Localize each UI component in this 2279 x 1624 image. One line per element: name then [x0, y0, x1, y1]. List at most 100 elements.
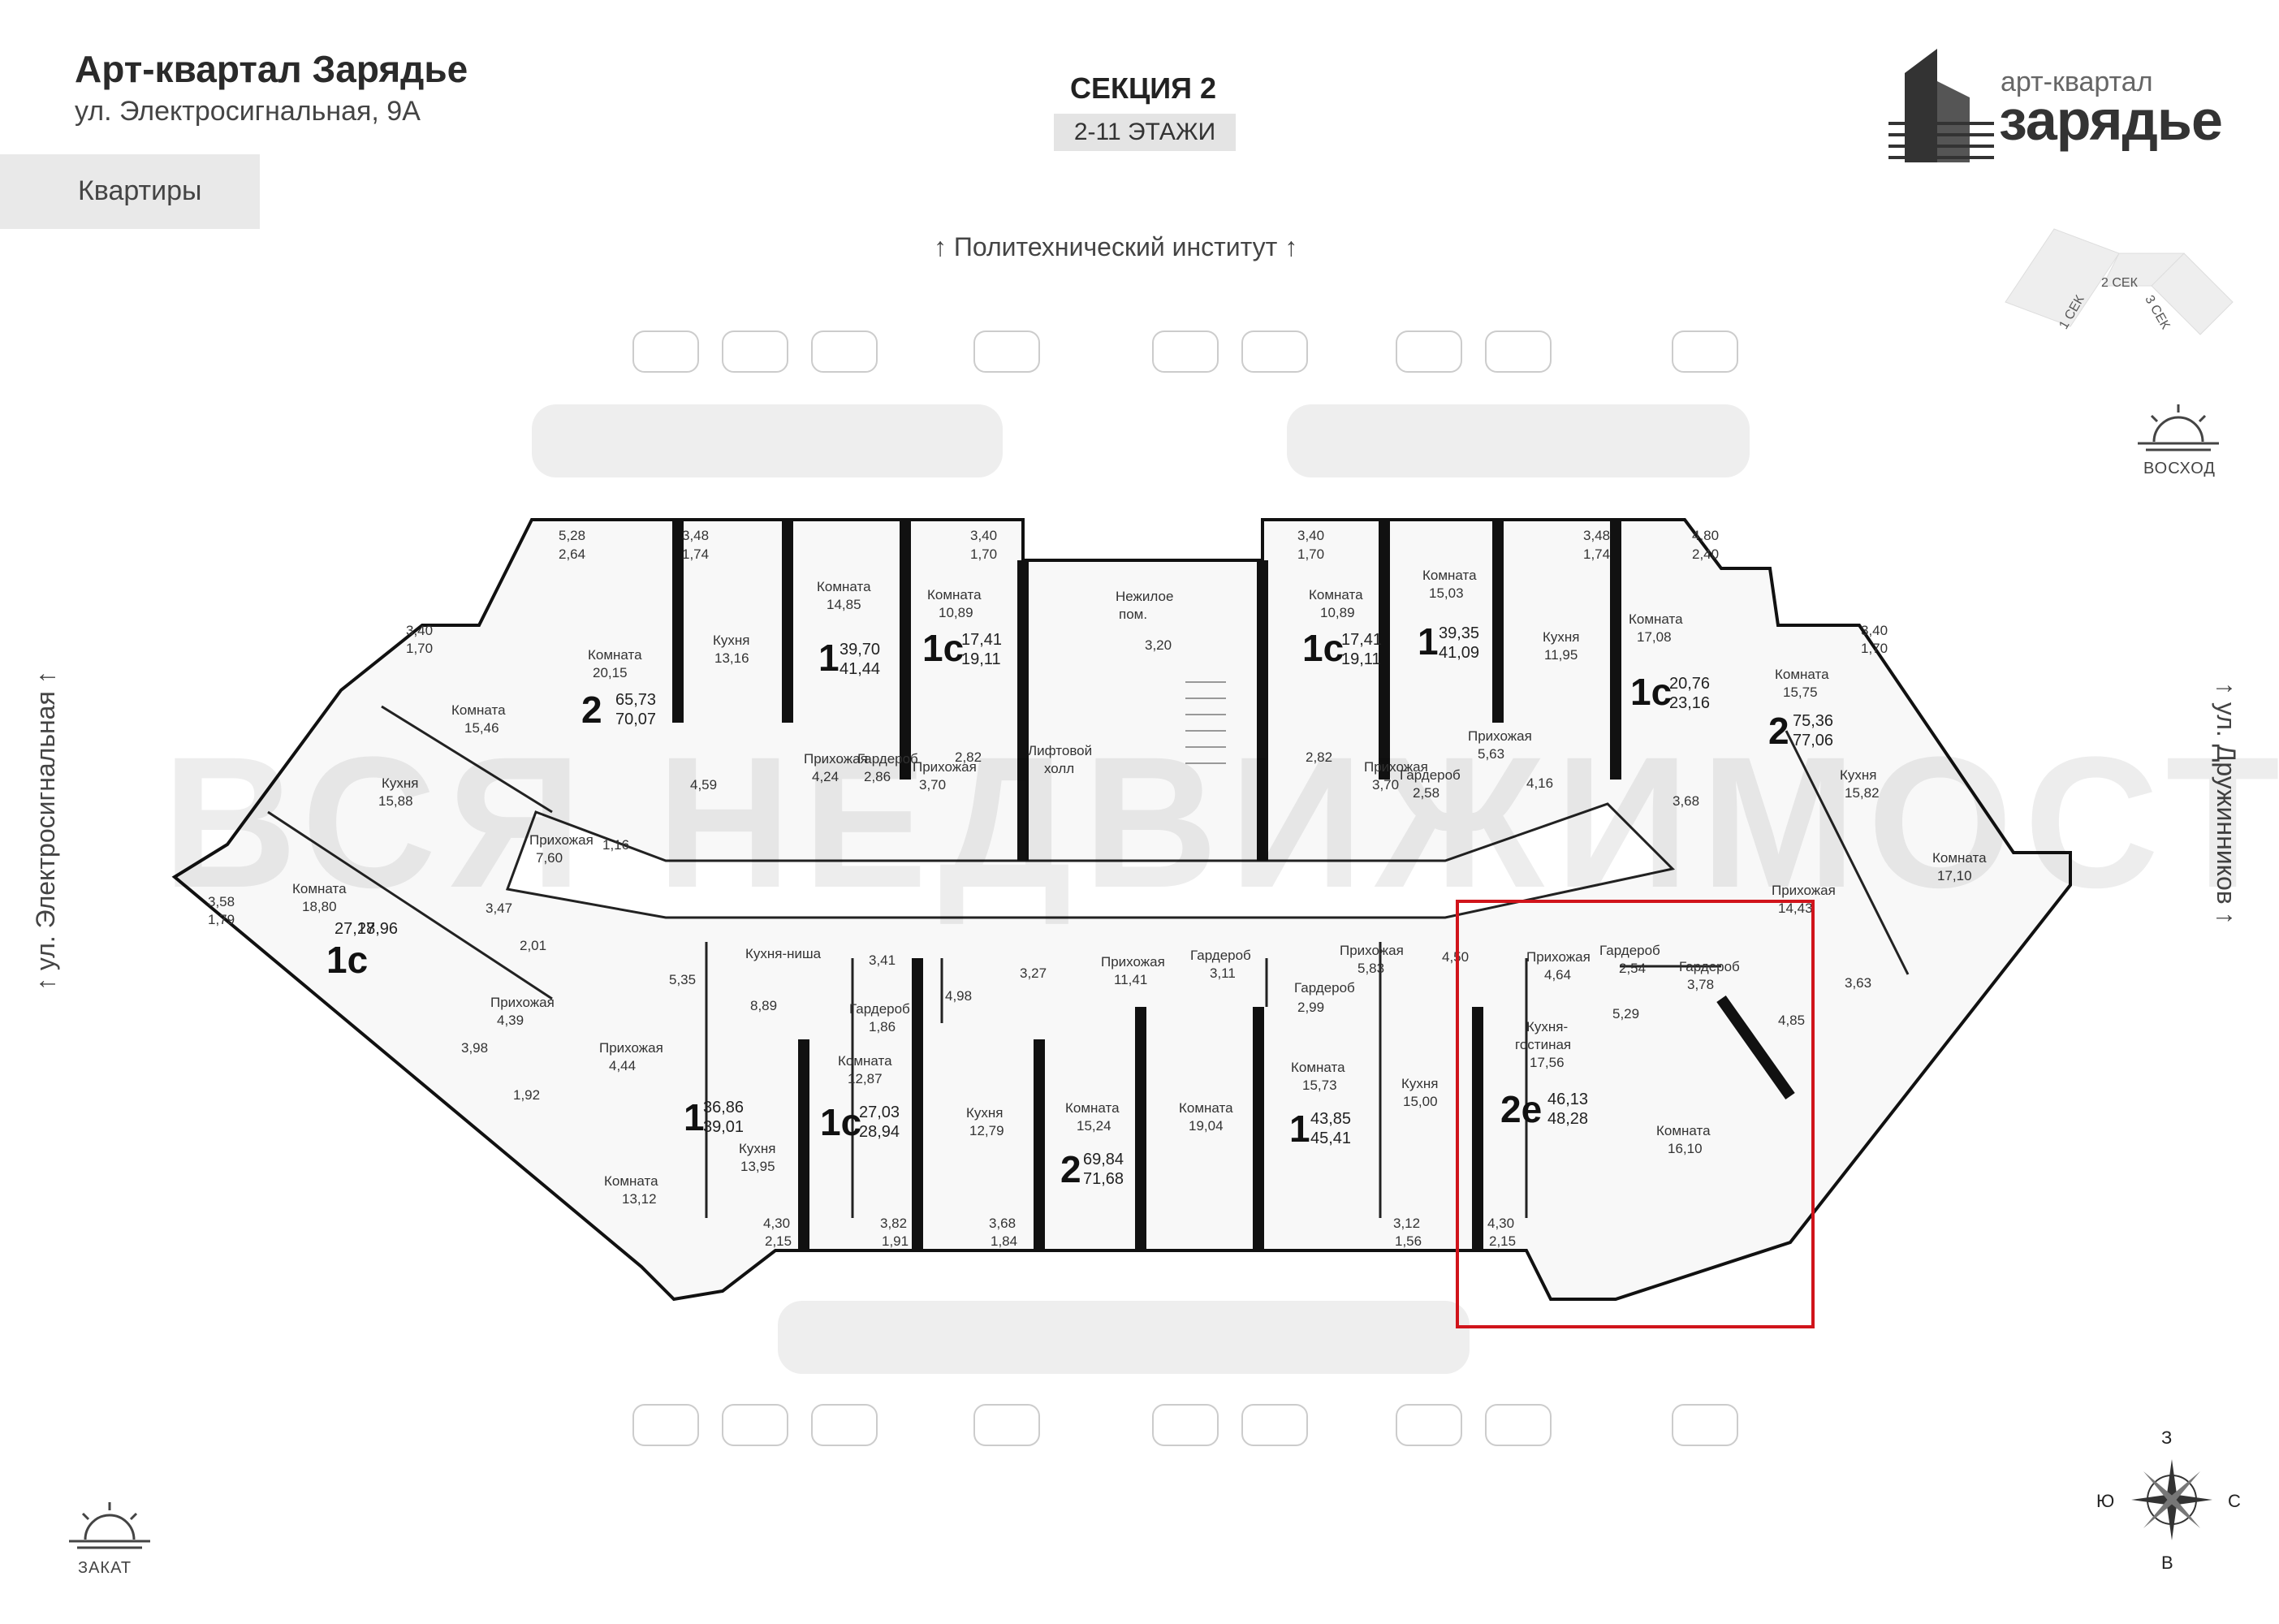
- plan-label: 71,68: [1083, 1170, 1124, 1188]
- plan-label: Комната: [1065, 1100, 1120, 1116]
- plan-label: 7,60: [536, 850, 563, 866]
- plan-label: 20,76: [1669, 675, 1710, 693]
- plan-label: Кухня: [739, 1141, 776, 1156]
- plan-label: Гардероб: [1599, 943, 1660, 958]
- stairwell: [1185, 681, 1226, 764]
- plan-label: Гардероб: [857, 751, 918, 767]
- plan-label: Комната: [1932, 850, 1987, 866]
- plan-label: Комната: [817, 579, 871, 594]
- plan-label: 45,41: [1310, 1129, 1351, 1147]
- section-title: СЕКЦИЯ 2: [1070, 71, 1217, 105]
- plan-label: 1,91: [882, 1233, 909, 1249]
- plan-label: 20,15: [593, 665, 628, 680]
- plan-label: 1,86: [869, 1019, 896, 1034]
- tab-apartments[interactable]: Квартиры: [78, 175, 202, 206]
- plan-label: Нежилое: [1116, 589, 1173, 604]
- plan-label: Комната: [292, 881, 347, 896]
- plan-label: 3,68: [989, 1216, 1016, 1231]
- plan-label: 17,41: [1341, 631, 1382, 649]
- plan-label: 48,28: [1547, 1110, 1588, 1128]
- apartment-badge[interactable]: 1с 27,03 28,94: [820, 1101, 900, 1143]
- compass-west-label: Ю: [2096, 1491, 2115, 1511]
- plan-label: Комната: [1179, 1100, 1233, 1116]
- selected-apartment-highlight[interactable]: [1456, 900, 1815, 1328]
- plan-label: Кухня-ниша: [745, 946, 822, 961]
- plan-label: Гардероб: [1190, 948, 1251, 963]
- room-area-bottom: 1,70: [406, 641, 433, 656]
- plan-label: Кухня: [1401, 1076, 1439, 1091]
- plan-label: 13,95: [740, 1159, 775, 1174]
- plan-label: 4,39: [497, 1013, 524, 1028]
- plan-label: 77,06: [1793, 732, 1833, 749]
- plan-label: Гардероб: [849, 1001, 910, 1017]
- plan-label: 23,16: [1669, 694, 1710, 712]
- sunrise-icon: [2138, 404, 2219, 451]
- walls: [672, 520, 1795, 1250]
- plan-label: 10,89: [1320, 605, 1355, 620]
- parking-bottom: [632, 1404, 1738, 1446]
- compass-north-label: З: [2161, 1427, 2173, 1448]
- plan-label: 69,84: [1083, 1151, 1124, 1168]
- plan-label: 2,99: [1297, 1000, 1324, 1015]
- plan-label: 2,01: [520, 938, 546, 953]
- plan-label: 46,13: [1547, 1091, 1588, 1108]
- plan-label: 14,85: [827, 597, 861, 612]
- logo-icon: [1888, 49, 1994, 162]
- plan-label: пом.: [1119, 607, 1147, 622]
- plan-label: 19,11: [1341, 650, 1381, 668]
- plan-label: 39,70: [840, 641, 880, 659]
- plan-label: 3,78: [1687, 977, 1714, 992]
- plan-label: 15,88: [378, 793, 413, 809]
- room-area-top: 3,48: [682, 528, 709, 543]
- tab-bar: [0, 154, 260, 229]
- plan-label: Прихожая: [1772, 883, 1836, 898]
- plan-label: 1с: [820, 1101, 861, 1143]
- sunset-label: ЗАКАТ: [78, 1559, 132, 1577]
- room-area-bottom: 2,64: [559, 546, 585, 562]
- plan-label: Прихожая: [1468, 728, 1532, 744]
- plan-label: Комната: [451, 702, 506, 718]
- page-title: Арт-квартал Зарядье: [75, 48, 468, 90]
- plan-label: 15,46: [464, 720, 499, 736]
- plan-label: 11,95: [1544, 647, 1578, 663]
- plan-label: 3,98: [461, 1040, 488, 1056]
- plan-label: Комната: [1629, 611, 1683, 627]
- plan-label: Прихожая: [804, 751, 868, 767]
- plan-label: 3,63: [1845, 975, 1871, 991]
- section-mini-map: [2005, 228, 2234, 335]
- plan-label: Прихожая: [529, 832, 593, 848]
- plan-label: 2: [1768, 710, 1789, 752]
- plan-label: 4,16: [1526, 775, 1553, 791]
- plan-label: 28,94: [859, 1123, 900, 1141]
- plan-label: 13,12: [622, 1191, 657, 1207]
- plan-label: 4,24: [812, 769, 839, 784]
- plan-label: 15,82: [1845, 785, 1880, 801]
- room-area-top: 3,40: [1297, 528, 1324, 543]
- plan-label: 15,73: [1302, 1078, 1337, 1093]
- room-area-bottom: 2,40: [1692, 546, 1719, 562]
- plan-label: 5,83: [1357, 961, 1384, 976]
- plan-label: 39,35: [1439, 624, 1479, 642]
- plan-label: Кухня: [966, 1105, 1004, 1121]
- plan-label: 3,70: [919, 777, 946, 793]
- plan-label: 3,41: [869, 952, 896, 968]
- plan-label: 1,56: [1395, 1233, 1422, 1249]
- plan-label: 27,03: [859, 1104, 900, 1121]
- room-area-bottom: 1,70: [1297, 546, 1324, 562]
- plan-label: 2,15: [1489, 1233, 1516, 1249]
- room-area-top: 3,40: [406, 623, 433, 638]
- plan-label: 3,20: [1145, 637, 1172, 653]
- plan-label: Кухня: [1543, 629, 1580, 645]
